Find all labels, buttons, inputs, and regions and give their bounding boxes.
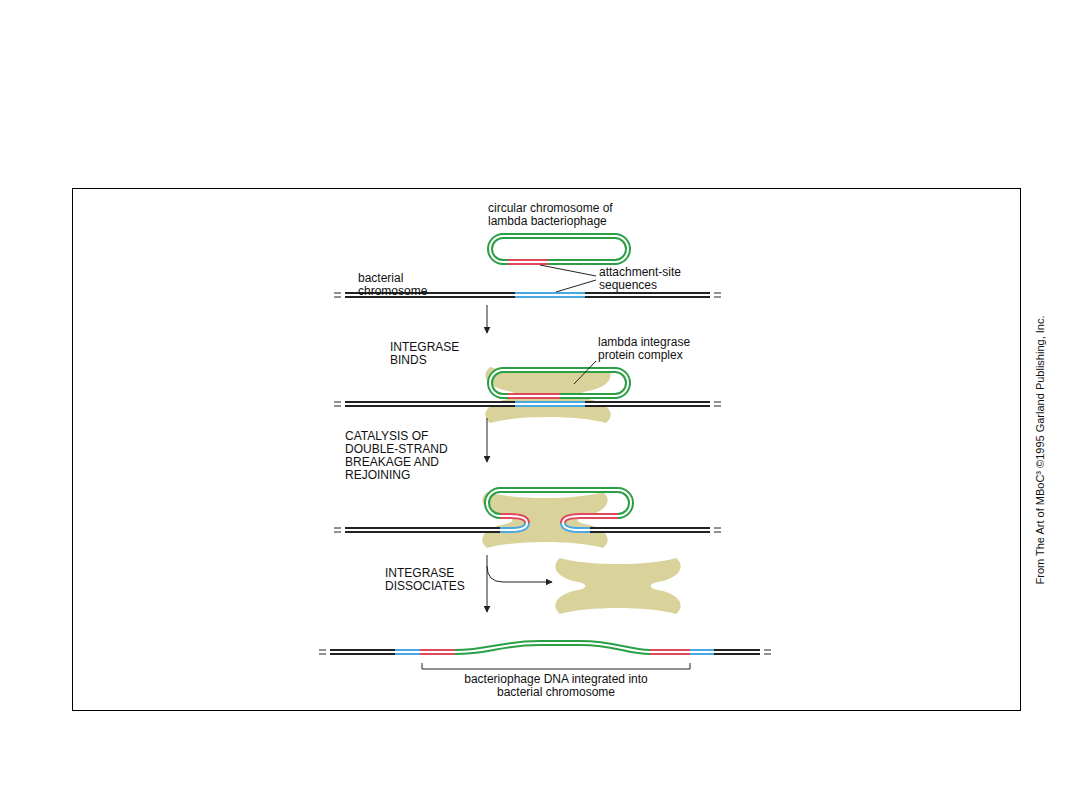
annotation-label: attachment-site sequences (599, 266, 685, 292)
stage-1-dna (334, 236, 721, 297)
step-arrow (487, 418, 488, 462)
annotation-label: CATALYSIS OF DOUBLE-STRAND BREAKAGE AND … (345, 430, 463, 482)
copyright-note: From The Art of MBoC³ ©1995 Garland Publ… (1034, 316, 1047, 585)
annotation-label: bacterial chromosome (358, 272, 430, 298)
step-arrow (487, 305, 488, 333)
leader-line (540, 265, 596, 292)
annotation-label: INTEGRASE DISSOCIATES (385, 567, 481, 593)
integrated-dna (319, 643, 771, 669)
step-arrow (487, 555, 488, 612)
integrase-complex (482, 492, 607, 548)
annotation-label: lambda integrase protein complex (598, 336, 706, 362)
bracket (422, 663, 690, 669)
branch-arrow (487, 566, 552, 582)
stage-2-binding (334, 361, 721, 423)
annotation-label: circular chromosome of lambda bacterioph… (488, 202, 620, 228)
stage-3-exchange (334, 490, 721, 548)
released-integrase (555, 558, 680, 614)
annotation-label: bacteriophage DNA integrated into bacter… (459, 673, 653, 699)
leader-line (574, 361, 596, 384)
figure-frame (73, 189, 1021, 711)
annotation-label: INTEGRASE BINDS (390, 341, 474, 367)
